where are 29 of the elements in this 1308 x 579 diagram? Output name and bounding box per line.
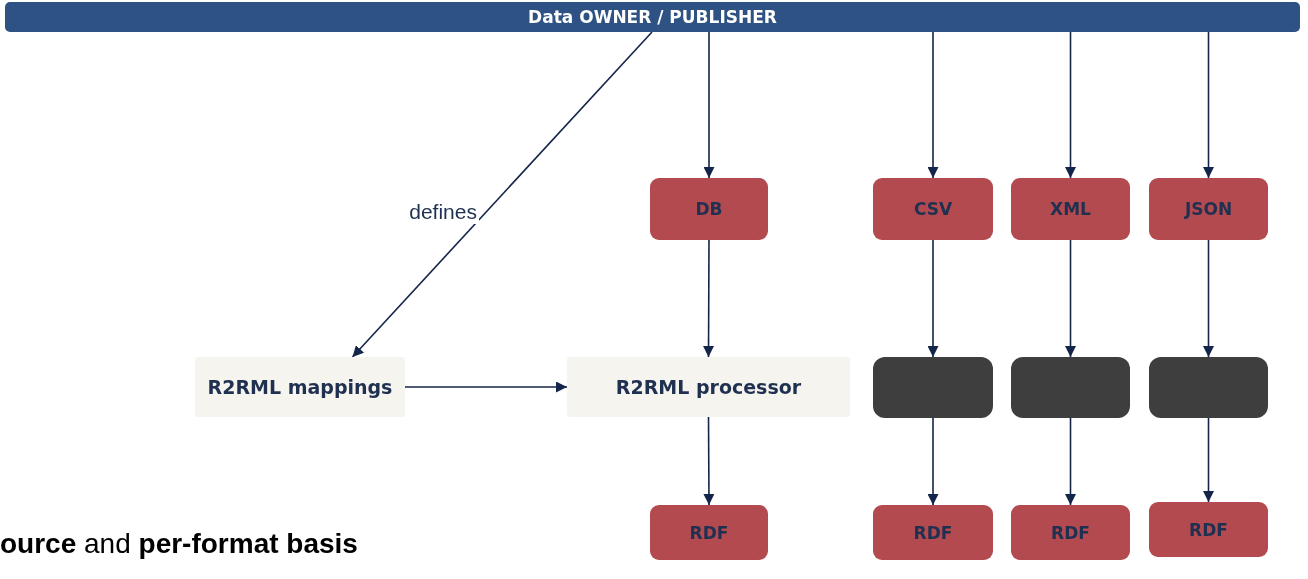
arrow — [927, 417, 939, 506]
format-box: XML — [1011, 178, 1130, 240]
note-text: ource and per-format basis — [0, 528, 358, 560]
format-box: RDF — [1011, 505, 1130, 560]
format-box: RDF — [873, 505, 993, 560]
arrow — [927, 239, 939, 358]
header-bar: Data OWNER / PUBLISHER — [5, 2, 1300, 32]
empty-box — [873, 357, 993, 418]
format-box: RDF — [650, 505, 768, 560]
arrow — [1065, 239, 1076, 358]
arrow — [404, 381, 568, 393]
arrow — [1203, 31, 1214, 179]
process-box: R2RML processor — [567, 357, 850, 417]
arrow — [703, 416, 715, 506]
empty-box — [1011, 357, 1130, 418]
process-box: R2RML mappings — [195, 357, 405, 417]
arrow — [1203, 417, 1214, 503]
format-box: CSV — [873, 178, 993, 240]
arrow — [703, 239, 715, 358]
arrow — [1203, 239, 1214, 358]
empty-box — [1149, 357, 1268, 418]
format-box: RDF — [1149, 502, 1268, 557]
arrow — [703, 31, 715, 179]
arrow — [1065, 417, 1076, 506]
arrow — [1065, 31, 1076, 179]
arrow — [351, 31, 653, 358]
arrow — [927, 31, 939, 179]
format-box: JSON — [1149, 178, 1268, 240]
format-box: DB — [650, 178, 768, 240]
